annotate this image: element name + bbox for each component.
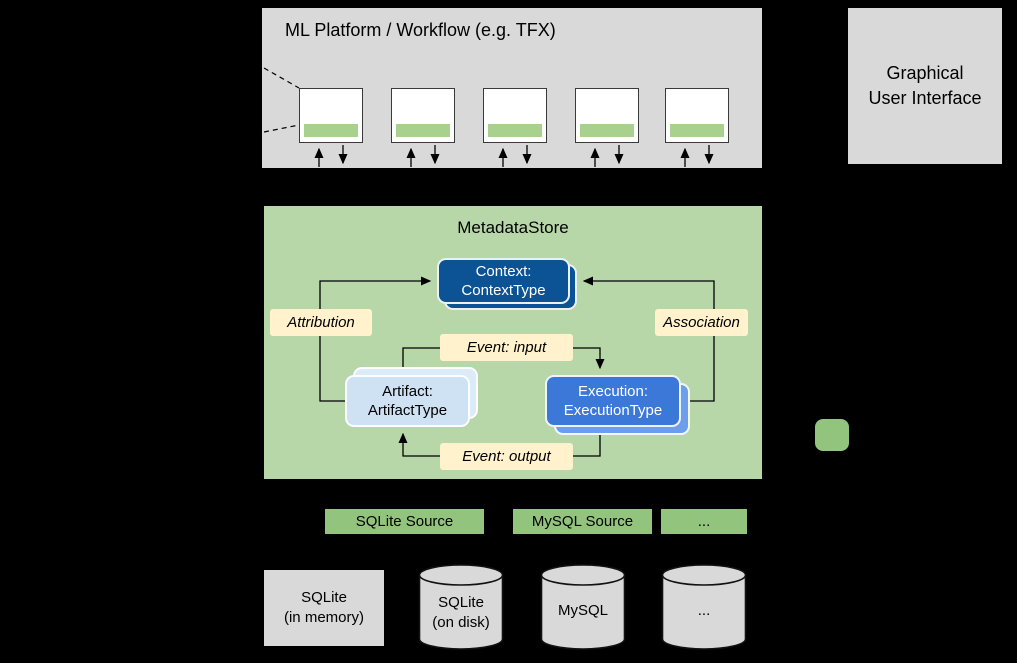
callout-dashed-line: [263, 124, 300, 133]
context-node: Context: ContextType: [437, 258, 570, 304]
database-icon: [540, 564, 626, 650]
source-box-more: ...: [661, 509, 747, 534]
ml-platform-title: ML Platform / Workflow (e.g. TFX): [285, 20, 556, 40]
mlmd-client-strip: [396, 124, 450, 137]
mlmd-client-strip: [488, 124, 542, 137]
event-output-label: Event: output: [440, 443, 573, 470]
artifact-label-line2: ArtifactType: [367, 402, 448, 419]
database-icon: [661, 564, 747, 650]
artifact-label-line1: Artifact:: [382, 382, 433, 400]
artifact-node: Artifact: ArtifactType: [345, 375, 470, 427]
pipeline-step-box: [391, 88, 455, 143]
metadata-store-title: MetadataStore: [457, 218, 569, 237]
event-input-label: Event: input: [440, 334, 573, 361]
callout-dashed-line: [263, 67, 300, 89]
execution-node: Execution: ExecutionType: [545, 375, 681, 427]
metadata-store-box: MetadataStore Context: ContextType Artif…: [264, 206, 762, 479]
database-icon: [418, 564, 504, 650]
mlmd-legend-chip: [815, 419, 849, 451]
association-label: Association: [655, 309, 748, 336]
mlmd-client-strip: [580, 124, 634, 137]
sqlite-memory-line2: (in memory): [283, 609, 364, 626]
association-arrow: [582, 276, 715, 402]
cylinder-sqlite-disk: SQLite (on disk): [418, 563, 504, 651]
context-label-line2: ContextType: [461, 282, 546, 299]
sqlite-memory-line1: SQLite: [301, 588, 347, 606]
mlmd-client-strip: [670, 124, 724, 137]
pipeline-step-box: [299, 88, 363, 143]
gui-box: Graphical User Interface: [848, 8, 1002, 164]
pipeline-step-box: [483, 88, 547, 143]
pipeline-step-box: [575, 88, 639, 143]
source-box-sqlite: SQLite Source: [325, 509, 484, 534]
gui-label-line2: User Interface: [868, 88, 982, 108]
sqlite-memory-box: SQLite (in memory): [264, 570, 384, 646]
cylinder-more: ...: [661, 563, 747, 651]
attribution-label: Attribution: [270, 309, 372, 336]
step-io-arrows: [314, 145, 714, 167]
cylinder-label-line1: SQLite: [438, 594, 484, 611]
context-label-line1: Context:: [475, 262, 532, 280]
execution-label-line2: ExecutionType: [563, 402, 663, 419]
ml-platform-box: ML Platform / Workflow (e.g. TFX): [262, 8, 762, 168]
platform-connector-arrows: [263, 67, 714, 167]
cylinder-label-line1: MySQL: [557, 602, 608, 619]
source-box-mysql: MySQL Source: [513, 509, 652, 534]
execution-label-line1: Execution:: [577, 382, 649, 400]
cylinder-label-line2: (on disk): [432, 613, 490, 631]
cylinder-mysql: MySQL: [540, 563, 626, 651]
gui-label-line1: Graphical: [886, 62, 964, 83]
pipeline-step-box: [665, 88, 729, 143]
cylinder-label-line1: ...: [697, 602, 711, 619]
mlmd-client-strip: [304, 124, 358, 137]
attribution-arrow: [319, 276, 432, 402]
